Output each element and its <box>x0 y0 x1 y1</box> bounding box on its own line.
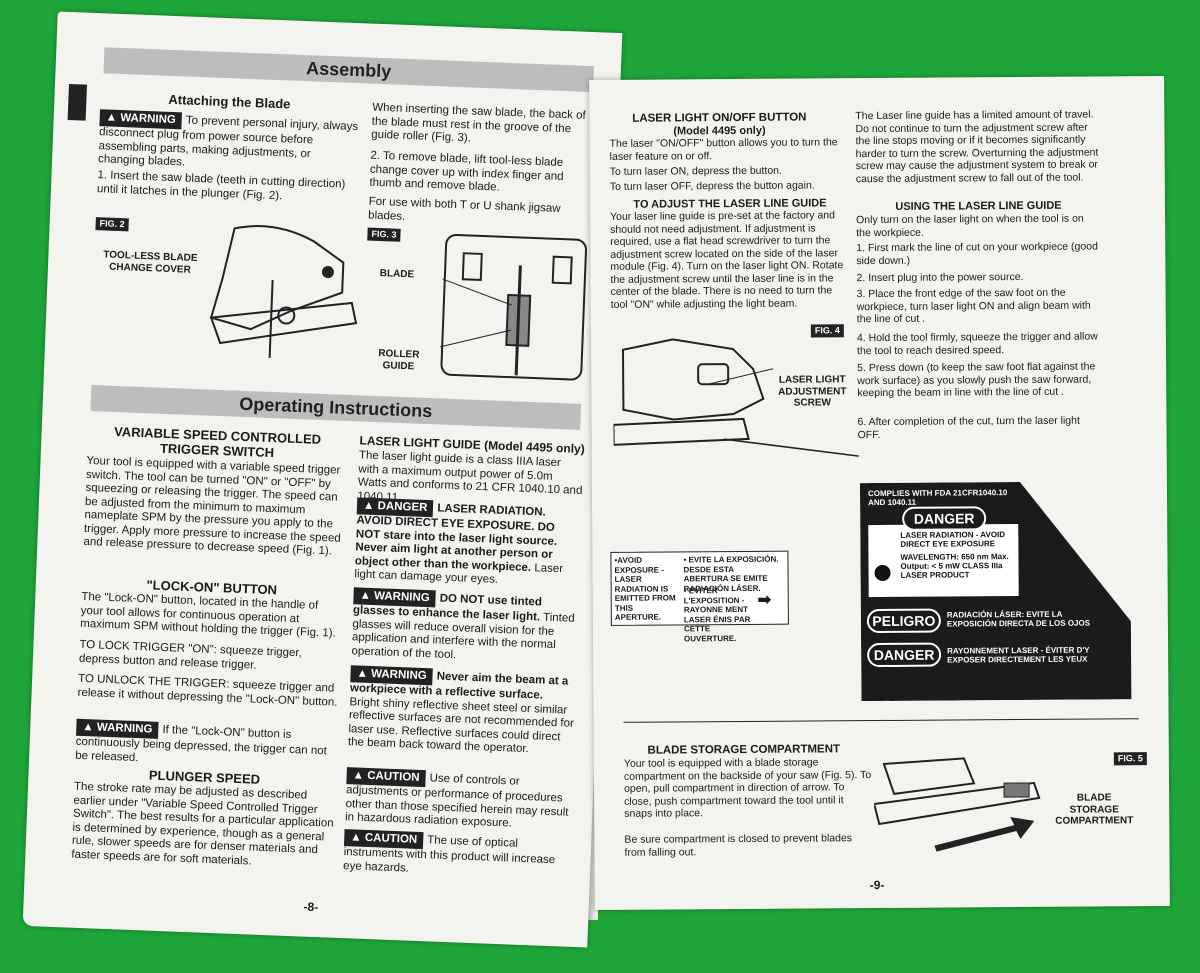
laser-on-text: To turn laser ON, depress the button. <box>609 164 782 178</box>
right-page: LASER LIGHT ON/OFF BUTTON (Model 4495 on… <box>589 76 1170 910</box>
page-number-8: -8- <box>303 899 319 915</box>
variable-speed-text: Your tool is equipped with a variable sp… <box>83 454 341 558</box>
using-step-2: 2. Insert plug into the power source. <box>856 270 1024 285</box>
using-step-1: 1. First mark the line of cut on your wo… <box>856 240 1098 267</box>
fig3-blade-callout: BLADE <box>379 268 415 281</box>
unlock-instructions: TO UNLOCK THE TRIGGER: squeeze trigger a… <box>77 672 338 709</box>
attach-right-1: When inserting the saw blade, the back o… <box>371 101 586 145</box>
operating-header: Operating Instructions <box>90 385 582 430</box>
fig5-storage-illustration <box>873 757 1041 852</box>
fig5-callout: BLADE STORAGE COMPARTMENT <box>1055 792 1134 827</box>
arrow-right-icon: ➡ <box>757 591 772 609</box>
assembly-header: Assembly <box>103 47 595 93</box>
fig3-roller-illustration <box>438 233 588 381</box>
fig4-callout: LASER LIGHT ADJUSTMENT SCREW <box>778 374 847 409</box>
using-step-6: 6. After completion of the cut, turn the… <box>857 414 1080 441</box>
adjust-text: Your laser line guide is pre-set at the … <box>610 209 844 311</box>
storage-text: Your tool is equipped with a blade stora… <box>623 756 872 820</box>
attach-right-2: 2. To remove blade, lift tool-less blade… <box>369 149 564 194</box>
fig2-callout: TOOL-LESS BLADE CHANGE COVER <box>103 249 198 276</box>
page-number-9: -9- <box>869 877 885 893</box>
using-intro: Only turn on the laser light on when the… <box>856 212 1084 239</box>
plunger-text: The stroke rate may be adjusted as descr… <box>71 780 334 868</box>
attach-right-3: For use with both T or U shank jigsaw bl… <box>367 195 561 223</box>
laser-off-text: To turn laser OFF, depress the button ag… <box>609 179 815 193</box>
limited-travel-text: The Laser line guide has a limited amoun… <box>855 108 1099 185</box>
laser-warning-sticker: COMPLIES WITH FDA 21CFR1040.10 AND 1040.… <box>859 481 1132 702</box>
fig5-label: FIG. 5 <box>1113 752 1147 766</box>
using-step-5: 5. Press down (to keep the saw foot flat… <box>857 360 1096 400</box>
section-tab <box>67 83 87 121</box>
fig2-label: FIG. 2 <box>95 217 129 232</box>
using-step-4: 4. Hold the tool firmly, squeeze the tri… <box>856 330 1098 357</box>
fig3-roller-callout: ROLLER GUIDE <box>378 348 420 372</box>
fig2-jigsaw-illustration <box>209 225 358 358</box>
using-step-3: 3. Place the front edge of the saw foot … <box>856 286 1091 326</box>
fig4-laser-illustration <box>612 338 859 457</box>
fig3-label: FIG. 3 <box>367 227 401 242</box>
storage-text-2: Be sure compartment is closed to prevent… <box>624 832 853 859</box>
onoff-text: The laser "ON/OFF" button allows you to … <box>609 136 838 163</box>
lock-on-text: The "Lock-ON" button, located in the han… <box>80 590 336 640</box>
lock-on-instructions: TO LOCK TRIGGER "ON": squeeze trigger, d… <box>78 638 303 672</box>
aperture-label: •AVOID EXPOSURE - LASER RADIATION IS EMI… <box>610 550 789 643</box>
divider <box>623 718 1139 723</box>
